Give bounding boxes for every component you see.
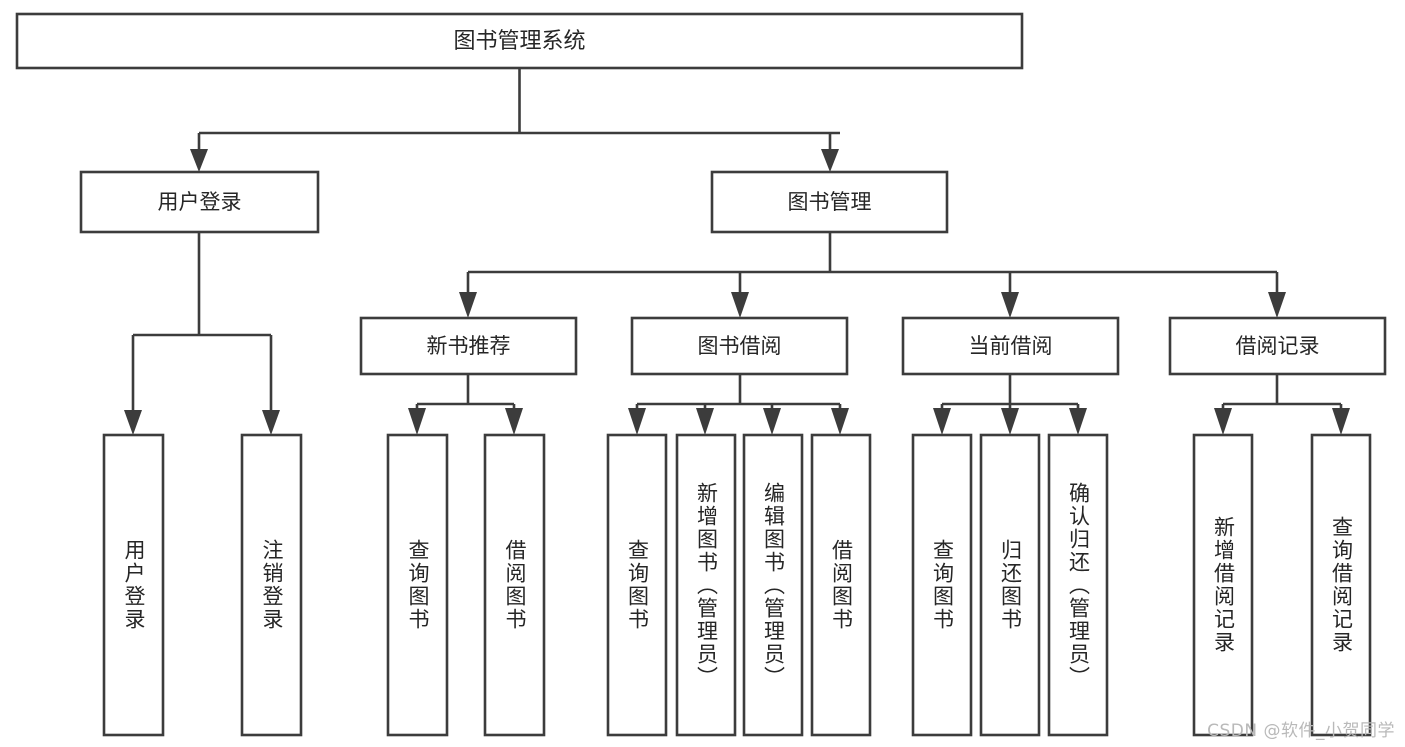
node-user-login[interactable]: 用户登录	[79, 170, 320, 234]
node-current-borrow-label: 当前借阅	[969, 334, 1053, 358]
node-borrow-records-box[interactable]	[1168, 316, 1387, 376]
arrow-head-newbook-leaf-2	[505, 408, 523, 435]
node-book-borrow-label: 图书借阅	[698, 334, 782, 358]
node-borrow-records[interactable]: 借阅记录	[1168, 316, 1387, 376]
connector-group-newbook-to-leaves	[408, 374, 523, 435]
leaf-box-records-query[interactable]	[1310, 433, 1372, 737]
leaf-box-user-login[interactable]	[102, 433, 165, 737]
leaf-box-current-query[interactable]	[911, 433, 973, 737]
arrow-head-borrow-leaf-1	[628, 408, 646, 435]
node-new-book-recommend-box[interactable]	[359, 316, 578, 376]
node-book-manage[interactable]: 图书管理	[710, 170, 949, 234]
arrow-head-borrow-leaf-2	[696, 408, 714, 435]
arrow-head-user-login	[190, 149, 208, 172]
connector-group-current-to-leaves	[933, 374, 1087, 435]
connector-group-userlogin-to-leaves	[124, 232, 280, 435]
leaf-box-borrow-add[interactable]	[675, 433, 737, 737]
leaf-box-borrow-lend[interactable]	[810, 433, 872, 737]
arrow-head-records-leaf-1	[1214, 408, 1232, 435]
leaf-box-borrow-query[interactable]	[606, 433, 668, 737]
leaf-box-newbook-borrow[interactable]	[483, 433, 546, 737]
arrow-head-current-leaf-3	[1069, 408, 1087, 435]
arrow-head-book-manage	[821, 149, 839, 172]
connector-group-borrow-to-leaves	[628, 374, 849, 435]
node-user-login-label: 用户登录	[158, 190, 242, 214]
node-root[interactable]: 图书管理系统	[15, 12, 1024, 70]
node-user-login-box[interactable]	[79, 170, 320, 234]
connector-group-root-to-level2	[190, 68, 840, 172]
arrow-head-new-book-rec	[459, 292, 477, 318]
leaf-box-records-add[interactable]	[1192, 433, 1254, 737]
node-new-book-recommend-label: 新书推荐	[427, 334, 511, 358]
node-book-borrow-box[interactable]	[630, 316, 849, 376]
node-borrow-records-label: 借阅记录	[1236, 334, 1320, 358]
arrow-head-borrow-records	[1268, 292, 1286, 318]
arrow-head-newbook-leaf-1	[408, 408, 426, 435]
arrow-head-borrow-leaf-3	[763, 408, 781, 435]
connector-group-records-to-leaves	[1214, 374, 1350, 435]
leaf-box-logout[interactable]	[240, 433, 303, 737]
leaf-box-borrow-edit[interactable]	[742, 433, 804, 737]
arrow-head-records-leaf-2	[1332, 408, 1350, 435]
leaf-box-current-return[interactable]	[979, 433, 1041, 737]
node-current-borrow[interactable]: 当前借阅	[901, 316, 1120, 376]
node-book-manage-box[interactable]	[710, 170, 949, 234]
arrow-head-current-leaf-2	[1001, 408, 1019, 435]
node-root-box[interactable]	[15, 12, 1024, 70]
arrow-head-leaf-logout	[262, 410, 280, 435]
leaf-box-current-confirm[interactable]	[1047, 433, 1109, 737]
connector-group-bookmanage-to-level3	[459, 232, 1286, 318]
leaf-box-newbook-query[interactable]	[386, 433, 449, 737]
arrow-head-current-borrow	[1001, 292, 1019, 318]
node-root-label: 图书管理系统	[453, 29, 585, 54]
arrow-head-borrow-leaf-4	[831, 408, 849, 435]
node-book-manage-label: 图书管理	[788, 190, 872, 214]
node-new-book-recommend[interactable]: 新书推荐	[359, 316, 578, 376]
node-book-borrow[interactable]: 图书借阅	[630, 316, 849, 376]
node-current-borrow-box[interactable]	[901, 316, 1120, 376]
arrow-head-leaf-user-login	[124, 410, 142, 435]
arrow-head-book-borrow	[731, 292, 749, 318]
arrow-head-current-leaf-1	[933, 408, 951, 435]
